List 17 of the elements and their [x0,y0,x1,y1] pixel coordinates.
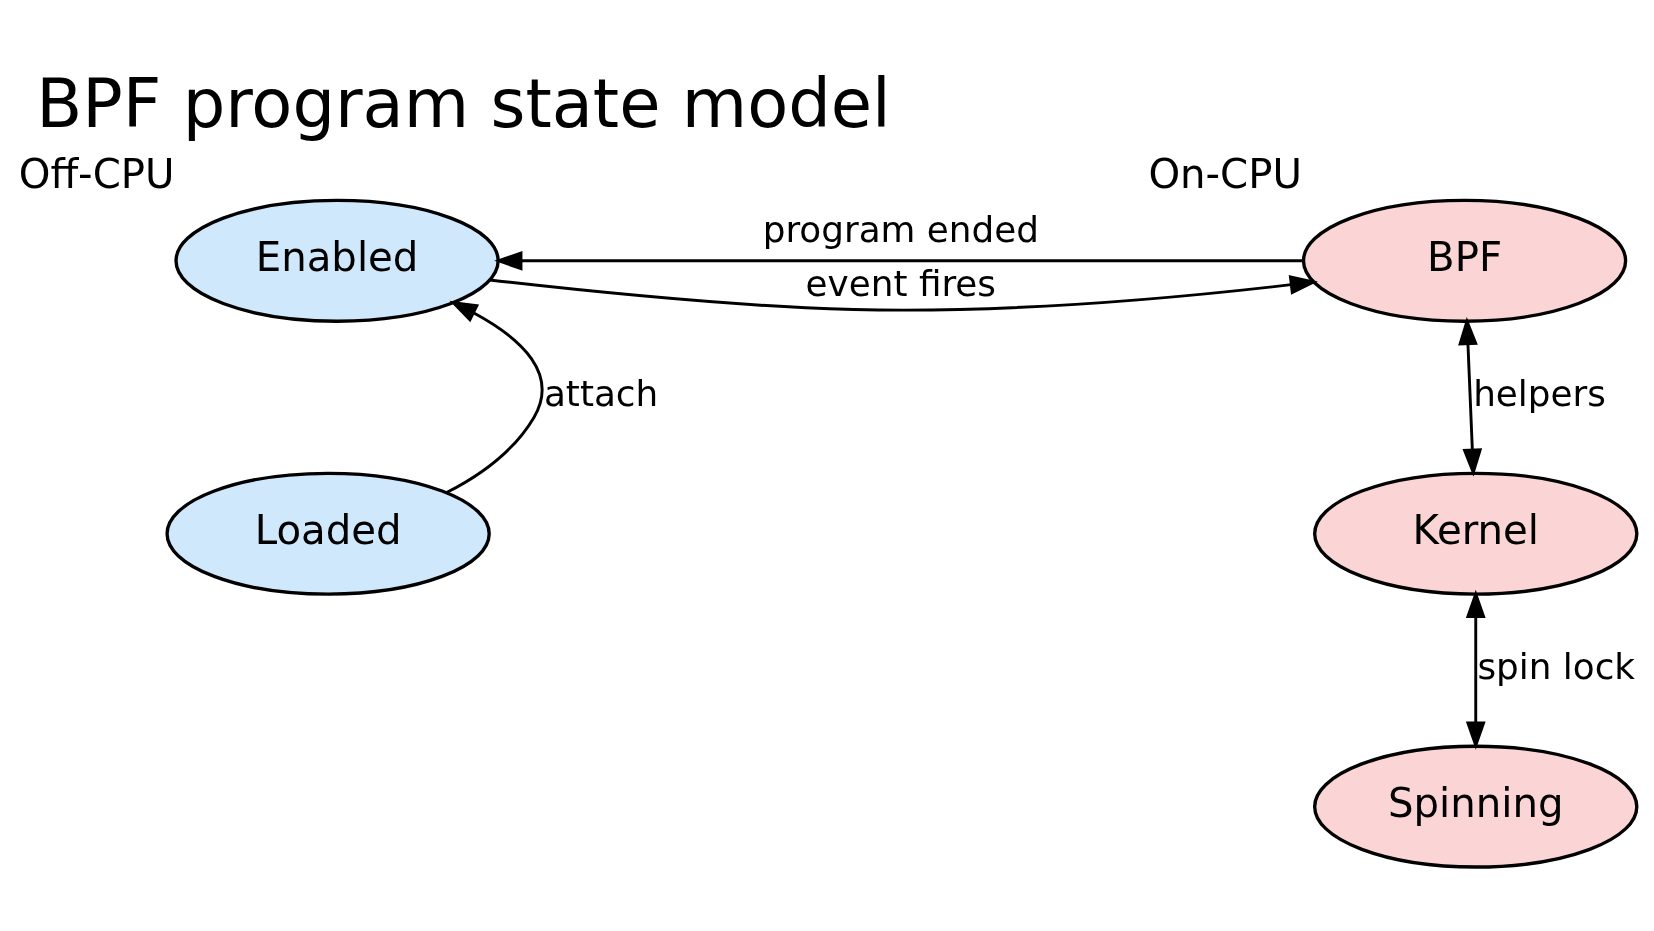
node-ellipse: Spinning [1313,744,1639,869]
node-ellipse: Kernel [1313,471,1639,596]
diagram-title: BPF program state model [36,64,891,143]
edge-label: program ended [762,209,1039,251]
node-label: On-CPU [1148,150,1302,197]
arrow [489,275,1318,312]
edge-label: helpers [1473,372,1606,414]
edge-label: attach [543,372,659,414]
arrow [445,300,544,494]
node-ellipse: BPF [1301,198,1628,323]
arrow [494,250,1304,271]
arrow [1458,316,1483,477]
node-ellipse: Loaded [165,471,491,596]
edge-label: spin lock [1477,645,1636,687]
edge-label: event fires [805,263,997,305]
arrow [1465,589,1486,750]
node-label: Off-CPU [18,150,175,197]
